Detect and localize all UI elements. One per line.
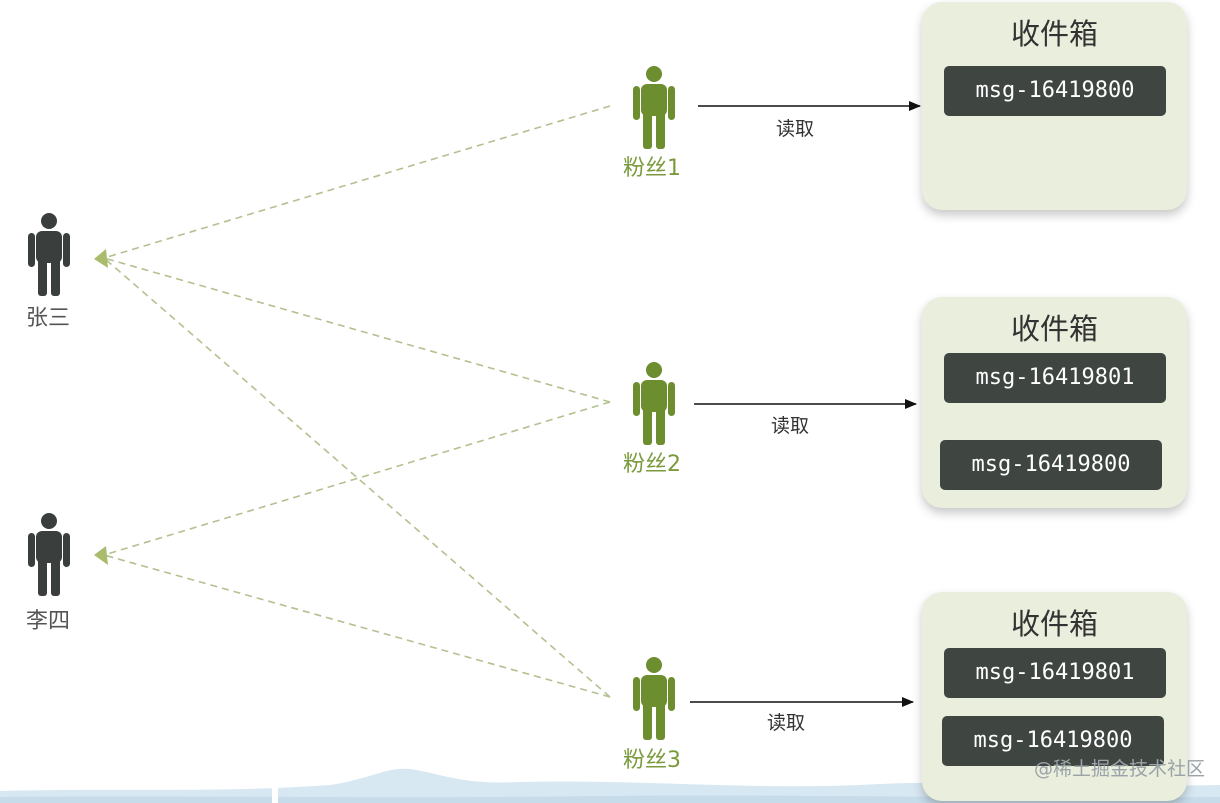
fan-name-2: 粉丝2 [623,452,681,477]
inbox-title: 收件箱 [1010,17,1098,51]
fan1-person-icon [633,66,675,149]
watermark-text: @稀土掘金技术社区 [1034,758,1206,780]
inbox-title: 收件箱 [1010,607,1098,641]
fan3-to-lisi-line [103,554,611,698]
ground-decoration [0,768,1220,803]
message-item: msg-16419800 [942,716,1164,766]
fan2-read-label: 读取 [771,415,810,437]
publisher-name-lisi: 李四 [26,609,71,634]
lisi-person-icon [28,513,70,596]
publisher-name-zhangsan: 张三 [26,306,71,331]
fan-name-1: 粉丝1 [623,156,681,181]
inbox-title: 收件箱 [1010,312,1098,346]
inbox-fan3: 收件箱 msg-16419801 msg-16419800 [922,592,1187,801]
lisi-arrowhead [94,546,108,565]
fan2-person-icon [633,362,675,445]
message-item: msg-16419801 [944,648,1166,698]
inbox-fan1: 收件箱 msg-16419800 [922,2,1187,210]
fan3-to-zhangsan-line [103,257,611,698]
fan1-to-zhangsan-line [103,105,611,259]
fan2-to-lisi-line [103,401,611,556]
zhangsan-arrowhead [94,249,108,268]
message-item: msg-16419801 [944,353,1166,403]
inbox-fan2: 收件箱 msg-16419801 msg-16419800 [922,297,1187,508]
fan2-to-zhangsan-line [103,257,611,403]
message-item: msg-16419800 [940,440,1162,490]
zhangsan-person-icon [28,213,70,296]
fan1-read-label: 读取 [776,118,815,140]
fan3-read-label: 读取 [767,712,806,734]
fan3-person-icon [633,657,675,740]
fan-name-3: 粉丝3 [623,748,681,773]
message-item: msg-16419800 [944,66,1166,116]
